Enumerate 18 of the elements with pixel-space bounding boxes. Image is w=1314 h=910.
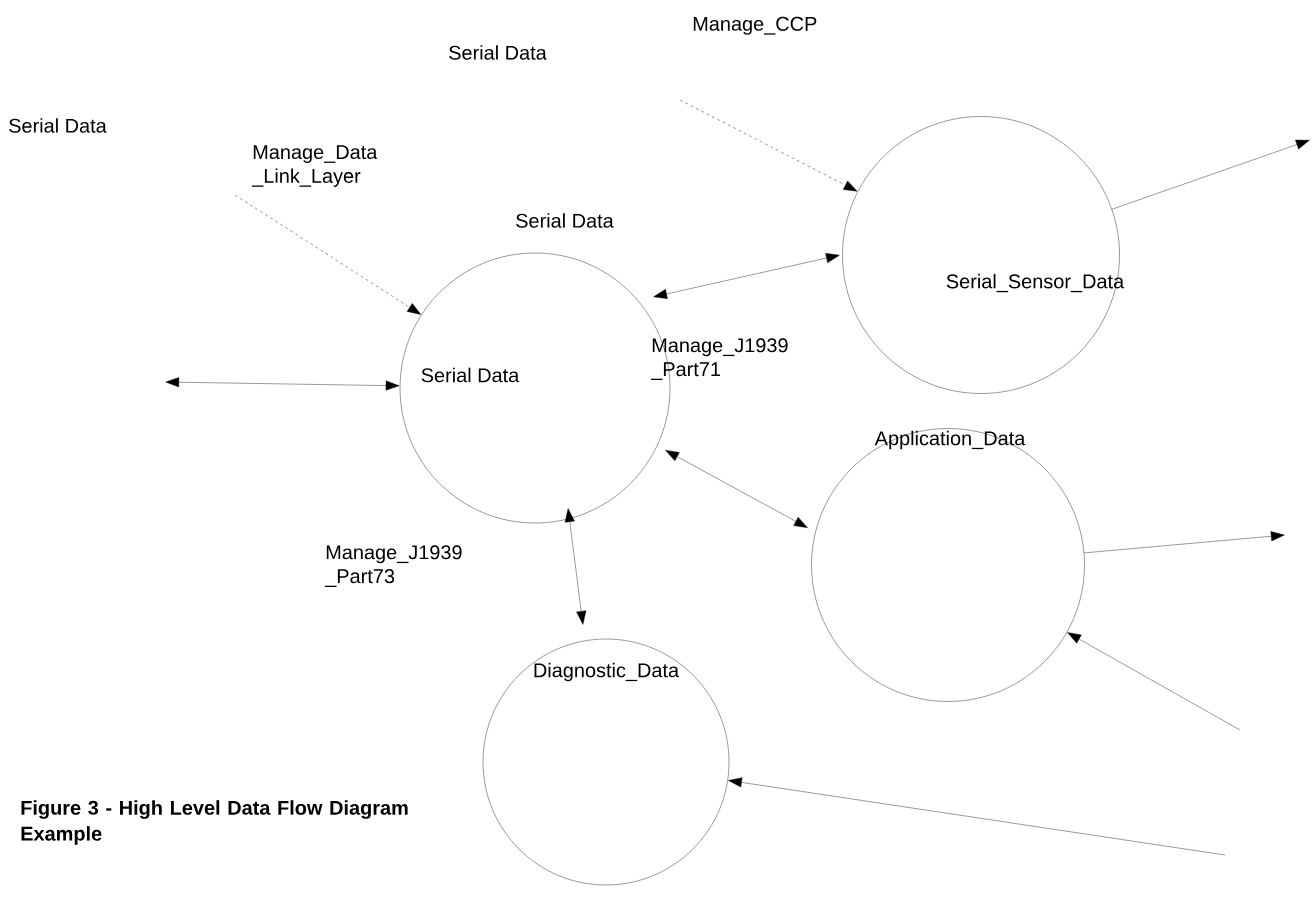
arrow — [653, 253, 840, 299]
arrow — [564, 508, 587, 625]
flow-label: Manage_CCP — [693, 16, 817, 35]
flow-label: Manage_Data _Link_Layer — [251, 145, 378, 187]
flow-label: Serial Data — [9, 118, 107, 133]
arrow — [728, 777, 1226, 856]
arrow — [665, 450, 808, 528]
flow-label: Serial Data — [449, 45, 547, 60]
arrow — [1067, 632, 1241, 731]
flow-label: Manage_J1939 _Part71 — [650, 338, 788, 380]
flow-label: Serial Data — [516, 213, 614, 228]
arrow — [1111, 139, 1310, 210]
flow-label: Manage_J1939 _Part73 — [324, 545, 462, 587]
arrow — [1083, 531, 1285, 554]
arrow — [234, 194, 421, 315]
arrow — [165, 377, 400, 391]
caption: Figure 3 - High Level Data Flow Diagram Example — [21, 800, 408, 845]
arrow — [679, 99, 858, 192]
